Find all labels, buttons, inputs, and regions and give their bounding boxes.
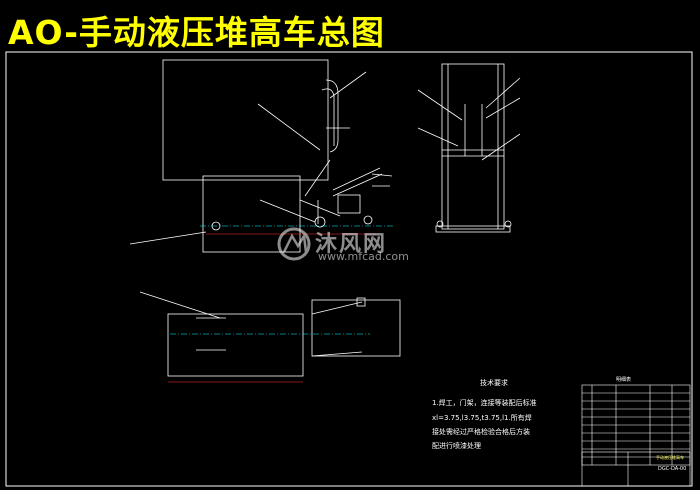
side-leader-5 <box>481 133 521 161</box>
top-mast-block <box>311 299 401 357</box>
tech-req-line: xl=3.75,l3.75,t3.75,l1.所有焊 <box>432 414 532 422</box>
top-tie <box>311 301 363 315</box>
parts-table <box>581 384 691 487</box>
drawbar <box>332 167 381 191</box>
title-block <box>581 451 691 487</box>
leader-2 <box>329 71 367 99</box>
top-leader <box>139 291 221 319</box>
side-leader-1 <box>417 89 463 121</box>
top-wheel <box>356 297 366 307</box>
top-view <box>139 291 401 377</box>
mast-frame <box>162 59 329 181</box>
tech-req-line: 1.焊工，门架，连接等装配后标准 <box>432 399 537 407</box>
side-base <box>435 225 511 233</box>
side-wheel-r <box>504 220 512 228</box>
leg-line-2 <box>304 159 331 197</box>
leader-4 <box>129 231 207 245</box>
side-wheel-l <box>436 220 444 228</box>
side-mast <box>441 63 505 230</box>
tech-req-line: 接处需经过严格检验合格后方装 <box>432 428 530 436</box>
watermark-brand: 沐风网 <box>315 232 388 257</box>
leader-7 <box>259 199 316 223</box>
top-tie-2 <box>311 351 363 357</box>
caster-wheel <box>363 215 373 225</box>
title-block-name: 手动液压堆高车 <box>656 455 684 460</box>
side-leader-3 <box>485 97 521 119</box>
tech-req-line: 配进行喷漆处理 <box>432 442 481 450</box>
tech-req-heading: 技术要求 <box>480 379 508 387</box>
side-leader-4 <box>417 127 459 147</box>
drawbar-2 <box>332 173 383 197</box>
side-view <box>417 63 521 233</box>
parts-list-heading: 明细表 <box>616 377 632 383</box>
side-leader-2 <box>485 77 521 109</box>
leader-5 <box>371 173 393 177</box>
handle-bar <box>325 79 339 153</box>
handle-grip <box>321 88 335 146</box>
leader-1 <box>257 103 321 151</box>
drawing-border <box>5 51 693 487</box>
top-forks <box>167 313 304 377</box>
load-backrest <box>202 175 301 253</box>
front-view <box>129 59 393 253</box>
watermark-logo <box>277 227 311 261</box>
drawing-number: DGC-DA-00 <box>658 466 687 472</box>
drawing-title: AO-手动液压堆高车总图 <box>8 13 385 52</box>
pump-body <box>337 194 361 214</box>
watermark-url: www.mfcad.com <box>318 250 409 263</box>
leg-line <box>299 199 341 217</box>
